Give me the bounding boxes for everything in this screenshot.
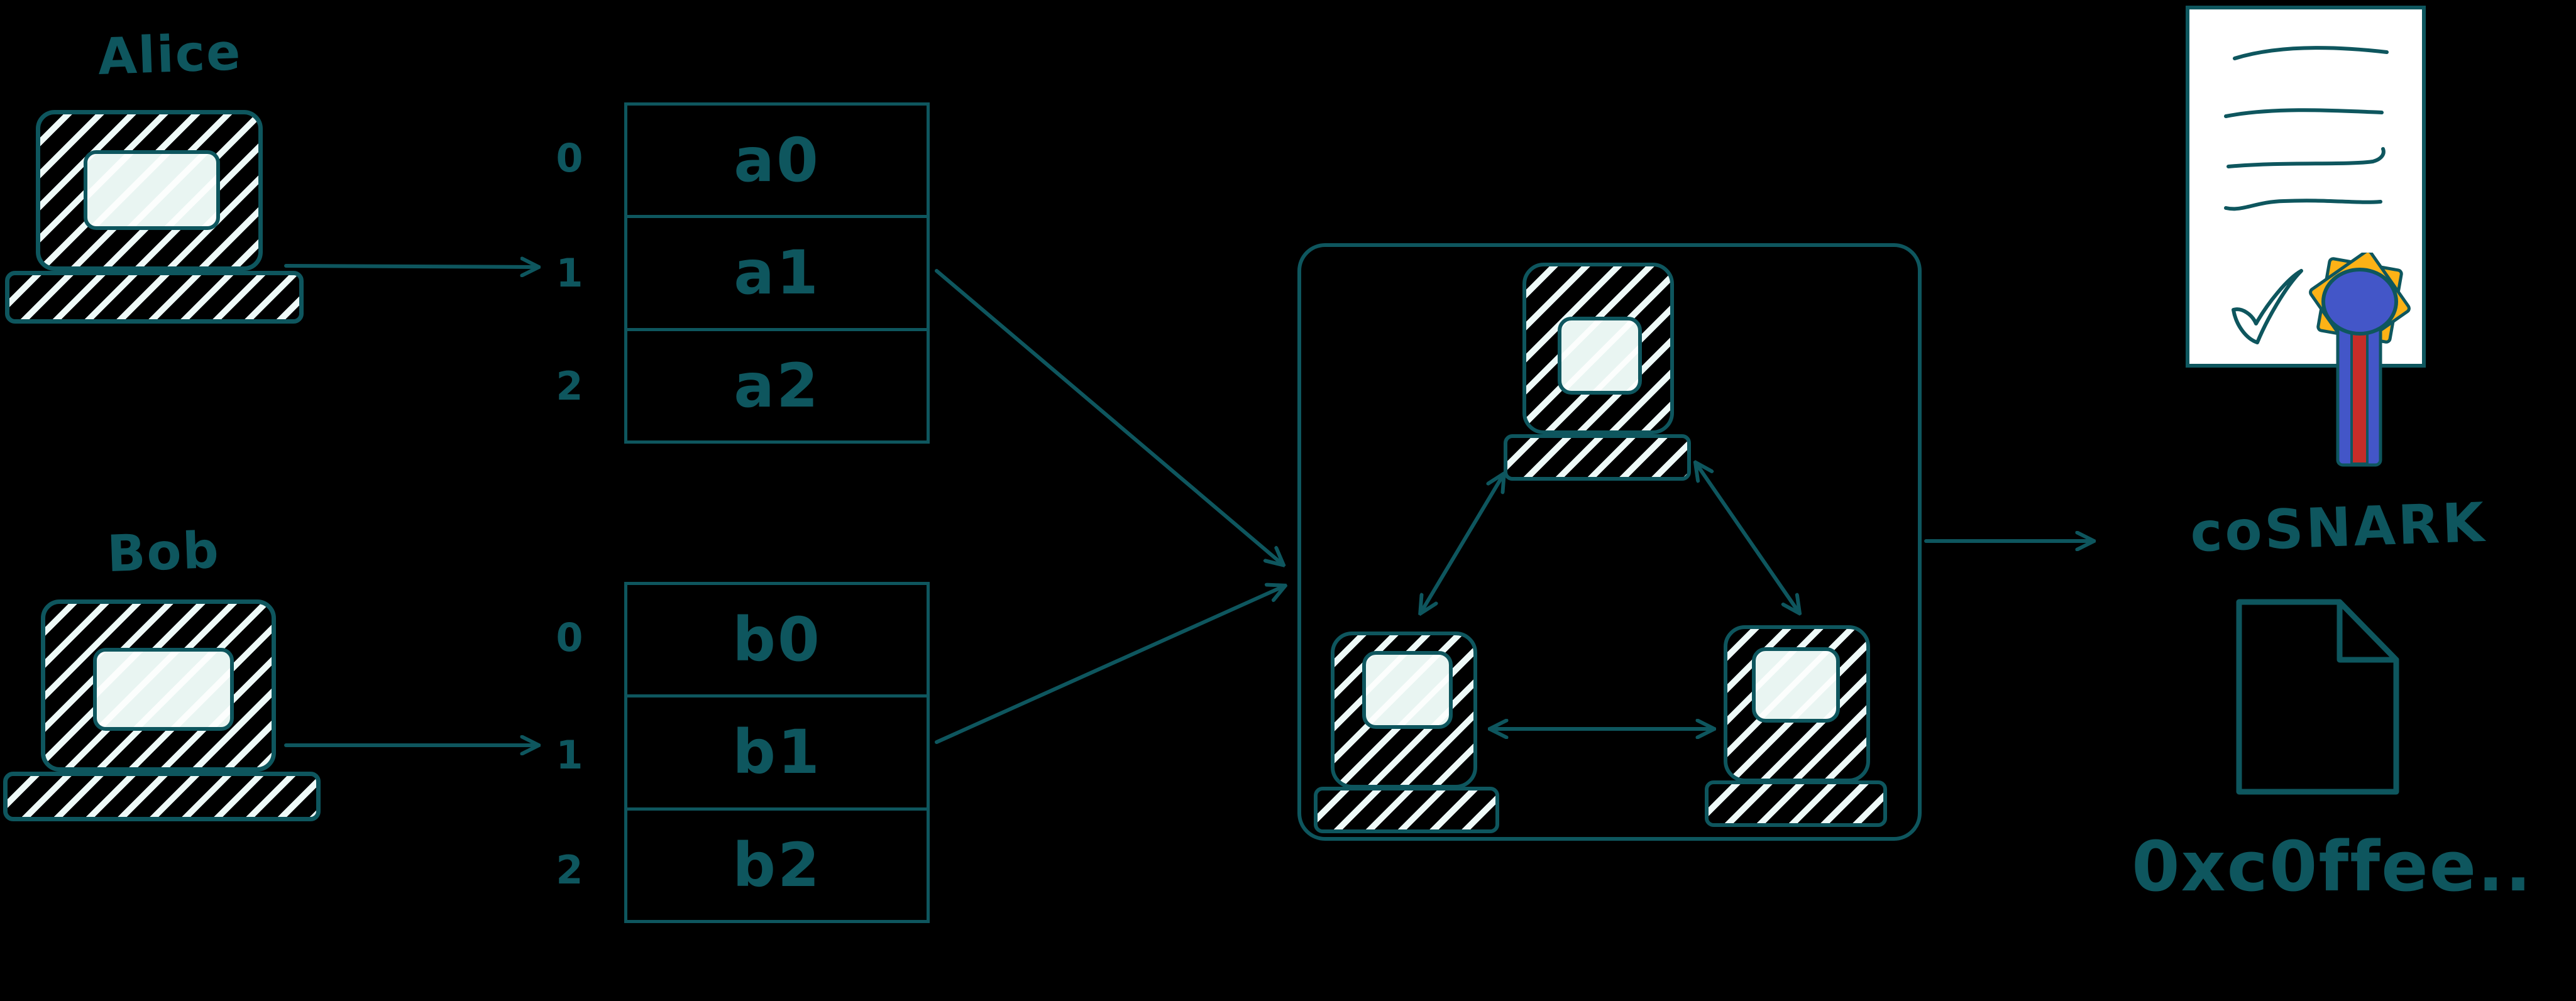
table-row: b1 (627, 694, 927, 807)
table-row: b0 (732, 604, 822, 676)
table-a: a0 a1 a2 (624, 102, 930, 444)
table-row: b2 (627, 807, 927, 920)
table-row: a0 (734, 125, 820, 196)
output-hash-label: 0xc0ffee.. (2132, 826, 2533, 907)
bob-label: Bob (106, 520, 221, 584)
laptop-screen (84, 150, 220, 230)
monitor-base (1314, 787, 1499, 833)
table-row: a2 (627, 327, 927, 440)
monitor-base (1504, 434, 1691, 481)
text-line (2224, 108, 2384, 118)
table-a-row-index-1: 1 (556, 250, 583, 296)
table-b: b0 b1 b2 (624, 582, 930, 923)
table-b-row-index-0: 0 (556, 615, 583, 660)
laptop-base (3, 772, 321, 821)
seal-ribbon-icon (2309, 253, 2411, 467)
document-icon (2236, 599, 2399, 795)
document-fold (2337, 599, 2399, 663)
laptop-base (5, 271, 304, 324)
text-line (2226, 147, 2386, 168)
mpc-network-box (1297, 243, 1922, 841)
monitor-base (1705, 780, 1887, 827)
table-b-row-index-1: 1 (556, 732, 583, 778)
arrow-alice-to-table (284, 266, 536, 267)
document-outline (2236, 599, 2399, 795)
monitor-screen (1362, 651, 1453, 729)
text-line (2233, 46, 2389, 60)
table-row: a1 (627, 215, 927, 327)
table-a-row-index-0: 0 (556, 135, 583, 181)
alice-label: Alice (97, 23, 243, 86)
seal-medallion (2321, 268, 2398, 336)
cosnark-label: coSNARK (2189, 491, 2488, 565)
ribbon-stripe (2350, 323, 2369, 465)
laptop-screen (93, 648, 234, 731)
monitor-screen (1558, 317, 1642, 395)
arrow-table-b-to-mpc (935, 587, 1282, 744)
text-line (2224, 199, 2382, 211)
table-a-row-index-2: 2 (556, 363, 583, 409)
certificate-content (2224, 46, 2389, 344)
table-b-row-index-2: 2 (556, 847, 583, 893)
checkmark-icon (2232, 269, 2303, 344)
arrow-table-a-to-mpc (935, 269, 1281, 563)
monitor-screen (1752, 647, 1840, 723)
